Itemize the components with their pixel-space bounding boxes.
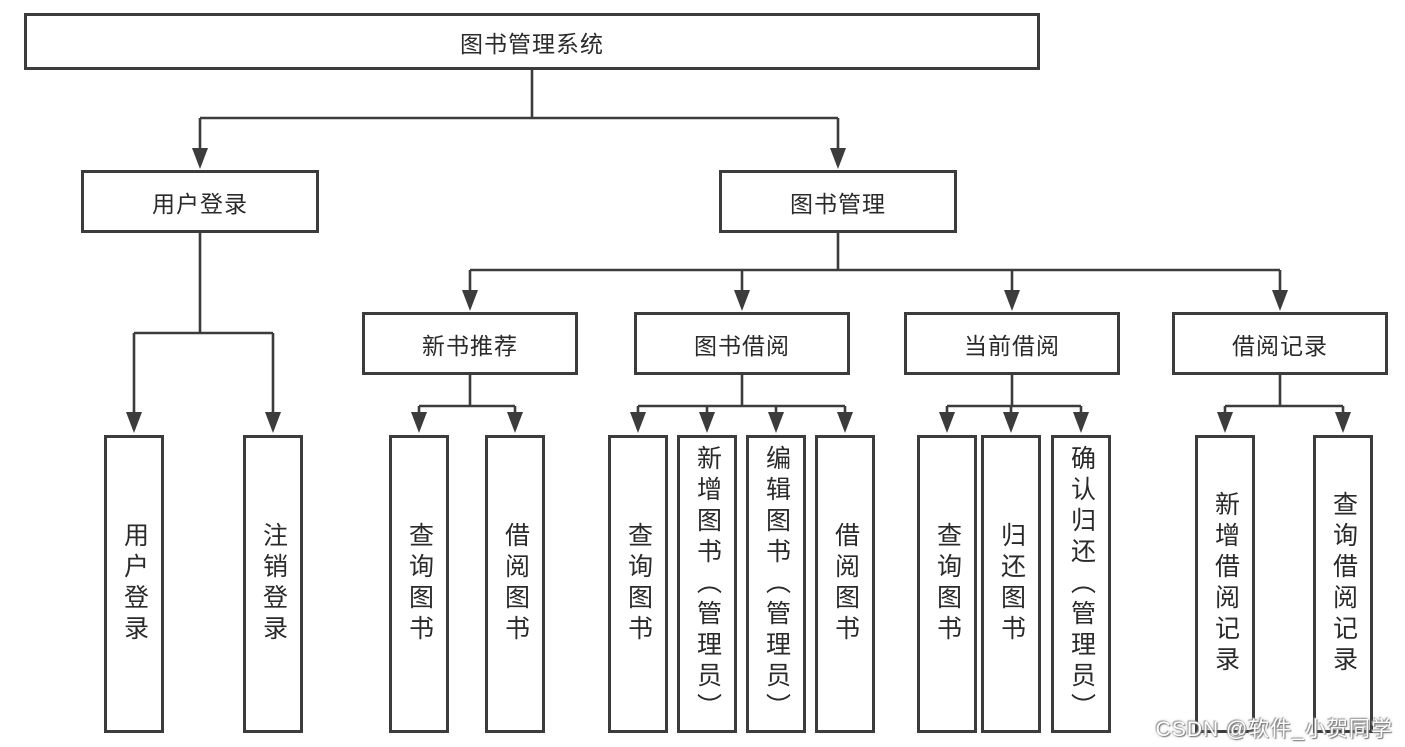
node-book-management: 图书管理 xyxy=(719,170,957,233)
leaf-logout: 注销登录 xyxy=(243,435,303,733)
node-root-system: 图书管理系统 xyxy=(24,13,1040,70)
leaf-edit-book-admin: 编辑图书（管理员） xyxy=(746,435,806,733)
leaf-query-borrow-record: 查询借阅记录 xyxy=(1313,435,1373,733)
node-borrowing-records: 借阅记录 xyxy=(1172,312,1388,375)
leaf-user-login: 用户登录 xyxy=(104,435,164,733)
leaf-confirm-return-admin: 确认归还（管理员） xyxy=(1051,435,1111,733)
leaf-add-borrow-record: 新增借阅记录 xyxy=(1195,435,1255,733)
leaf-borrowing-query-books: 查询图书 xyxy=(608,435,668,733)
node-book-borrowing: 图书借阅 xyxy=(634,312,850,375)
leaf-borrow-books: 借阅图书 xyxy=(815,435,875,733)
node-user-login: 用户登录 xyxy=(81,170,319,233)
leaf-recommend-query-books: 查询图书 xyxy=(389,435,449,733)
node-new-book-recommend: 新书推荐 xyxy=(362,312,578,375)
leaf-return-books: 归还图书 xyxy=(981,435,1041,733)
arrowheads xyxy=(126,148,1351,433)
node-current-borrowing: 当前借阅 xyxy=(904,312,1120,375)
leaf-current-query-books: 查询图书 xyxy=(917,435,977,733)
leaf-add-book-admin: 新增图书（管理员） xyxy=(677,435,737,733)
leaf-recommend-borrow-books: 借阅图书 xyxy=(485,435,545,733)
